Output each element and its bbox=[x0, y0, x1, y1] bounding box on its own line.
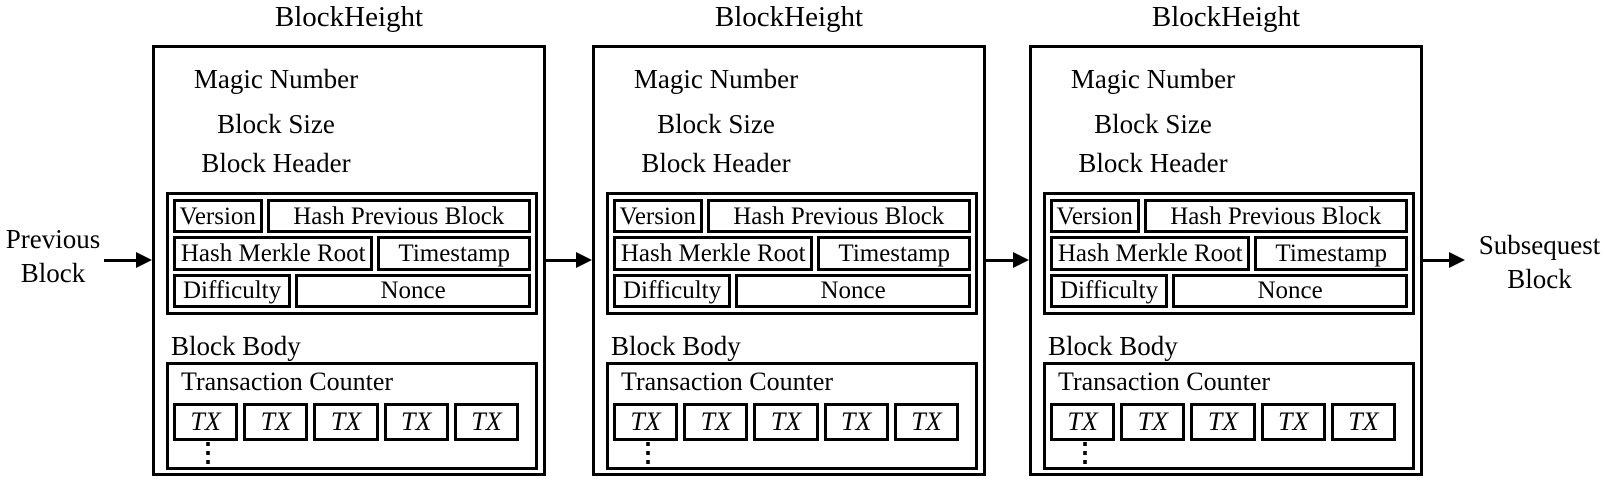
tx-cell: TX bbox=[1330, 403, 1397, 441]
block-header-box: Version Hash Previous Block Hash Merkle … bbox=[606, 192, 978, 315]
previous-block-label-line1: Previous bbox=[5, 224, 101, 254]
header-row-1: Version Hash Previous Block bbox=[613, 199, 971, 234]
header-row-3: Difficulty Nonce bbox=[173, 273, 531, 308]
tx-cell: TX bbox=[313, 403, 379, 441]
block-body-label: Block Body bbox=[1048, 331, 1178, 361]
header-row-1: Version Hash Previous Block bbox=[1050, 199, 1408, 234]
block-header-label: Block Header bbox=[641, 148, 791, 178]
arrow-head bbox=[1013, 252, 1029, 268]
arrow-block3-to-subsequent-icon bbox=[1423, 252, 1465, 268]
arrow-shaft bbox=[546, 258, 580, 262]
arrow-shaft bbox=[104, 258, 140, 262]
timestamp-cell: Timestamp bbox=[1254, 236, 1408, 271]
transaction-row: TX TX TX TX TX bbox=[613, 403, 960, 441]
block-1-group: BlockHeight Magic Number Block Size Bloc… bbox=[152, 0, 546, 483]
subsequent-block-label-line1: Subsequest bbox=[1478, 230, 1601, 260]
block-2-box: Magic Number Block Size Block Header Ver… bbox=[592, 45, 986, 476]
magic-number-label: Magic Number bbox=[633, 64, 799, 94]
block-2-group: BlockHeight Magic Number Block Size Bloc… bbox=[592, 0, 986, 483]
tx-cell: TX bbox=[383, 403, 449, 441]
block-3-box: Magic Number Block Size Block Header Ver… bbox=[1029, 45, 1423, 476]
block-header-label: Block Header bbox=[201, 148, 351, 178]
tx-cell: TX bbox=[893, 403, 960, 441]
tx-cell: TX bbox=[823, 403, 889, 441]
tx-cell: TX bbox=[173, 403, 239, 441]
subsequent-block-label-line2: Block bbox=[1507, 264, 1572, 294]
nonce-cell: Nonce bbox=[1172, 273, 1408, 308]
hash-merkle-root-cell: Hash Merkle Root bbox=[613, 236, 814, 271]
header-row-2: Hash Merkle Root Timestamp bbox=[173, 236, 531, 271]
block-height-label: BlockHeight bbox=[714, 1, 864, 33]
previous-block-label: Previous Block bbox=[0, 222, 106, 290]
timestamp-cell: Timestamp bbox=[817, 236, 971, 271]
subsequent-block-label: Subsequest Block bbox=[1474, 228, 1605, 296]
transaction-row: TX TX TX TX TX bbox=[1050, 403, 1397, 441]
transaction-counter-label: Transaction Counter bbox=[1058, 367, 1271, 396]
block-size-label: Block Size bbox=[657, 109, 775, 139]
block-body-label: Block Body bbox=[611, 331, 741, 361]
arrow-block2-to-block3-icon bbox=[985, 252, 1029, 268]
tx-cell: TX bbox=[1050, 403, 1116, 441]
header-row-2: Hash Merkle Root Timestamp bbox=[613, 236, 971, 271]
nonce-cell: Nonce bbox=[295, 273, 531, 308]
more-transactions-ellipsis-icon: ⋮ bbox=[195, 438, 221, 467]
transaction-box: Transaction Counter TX TX TX TX TX ⋮ bbox=[1043, 362, 1415, 470]
arrow-head bbox=[136, 252, 152, 268]
more-transactions-ellipsis-icon: ⋮ bbox=[1072, 438, 1098, 467]
arrow-previous-to-block1-icon bbox=[104, 252, 152, 268]
block-height-label: BlockHeight bbox=[274, 1, 424, 33]
magic-number-label: Magic Number bbox=[1070, 64, 1236, 94]
version-cell: Version bbox=[173, 199, 263, 234]
header-row-2: Hash Merkle Root Timestamp bbox=[1050, 236, 1408, 271]
hash-previous-block-cell: Hash Previous Block bbox=[266, 199, 531, 234]
difficulty-cell: Difficulty bbox=[173, 273, 292, 308]
transaction-counter-label: Transaction Counter bbox=[181, 367, 394, 396]
hash-merkle-root-cell: Hash Merkle Root bbox=[1050, 236, 1251, 271]
block-size-label: Block Size bbox=[1094, 109, 1212, 139]
magic-number-label: Magic Number bbox=[193, 64, 359, 94]
block-size-label: Block Size bbox=[217, 109, 335, 139]
header-row-3: Difficulty Nonce bbox=[613, 273, 971, 308]
header-row-3: Difficulty Nonce bbox=[1050, 273, 1408, 308]
block-header-box: Version Hash Previous Block Hash Merkle … bbox=[166, 192, 538, 315]
tx-cell: TX bbox=[753, 403, 819, 441]
block-body-label: Block Body bbox=[171, 331, 301, 361]
arrow-shaft bbox=[985, 258, 1017, 262]
block-header-box: Version Hash Previous Block Hash Merkle … bbox=[1043, 192, 1415, 315]
version-cell: Version bbox=[1050, 199, 1140, 234]
more-transactions-ellipsis-icon: ⋮ bbox=[635, 438, 661, 467]
block-height-label: BlockHeight bbox=[1151, 1, 1301, 33]
previous-block-label-line2: Block bbox=[20, 258, 86, 288]
arrow-block1-to-block2-icon bbox=[546, 252, 592, 268]
timestamp-cell: Timestamp bbox=[377, 236, 531, 271]
difficulty-cell: Difficulty bbox=[1050, 273, 1169, 308]
transaction-row: TX TX TX TX TX bbox=[173, 403, 520, 441]
version-cell: Version bbox=[613, 199, 703, 234]
hash-previous-block-cell: Hash Previous Block bbox=[1143, 199, 1408, 234]
arrow-head bbox=[1449, 252, 1465, 268]
transaction-counter-label: Transaction Counter bbox=[621, 367, 834, 396]
tx-cell: TX bbox=[243, 403, 309, 441]
hash-merkle-root-cell: Hash Merkle Root bbox=[173, 236, 374, 271]
tx-cell: TX bbox=[1260, 403, 1326, 441]
block-header-label: Block Header bbox=[1078, 148, 1228, 178]
header-row-1: Version Hash Previous Block bbox=[173, 199, 531, 234]
difficulty-cell: Difficulty bbox=[613, 273, 732, 308]
nonce-cell: Nonce bbox=[735, 273, 971, 308]
tx-cell: TX bbox=[1190, 403, 1256, 441]
tx-cell: TX bbox=[1120, 403, 1186, 441]
transaction-box: Transaction Counter TX TX TX TX TX ⋮ bbox=[166, 362, 538, 470]
arrow-head bbox=[576, 252, 592, 268]
hash-previous-block-cell: Hash Previous Block bbox=[706, 199, 971, 234]
transaction-box: Transaction Counter TX TX TX TX TX ⋮ bbox=[606, 362, 978, 470]
tx-cell: TX bbox=[453, 403, 520, 441]
tx-cell: TX bbox=[613, 403, 679, 441]
block-3-group: BlockHeight Magic Number Block Size Bloc… bbox=[1029, 0, 1423, 483]
arrow-shaft bbox=[1423, 258, 1453, 262]
tx-cell: TX bbox=[683, 403, 749, 441]
block-1-box: Magic Number Block Size Block Header Ver… bbox=[152, 45, 546, 476]
